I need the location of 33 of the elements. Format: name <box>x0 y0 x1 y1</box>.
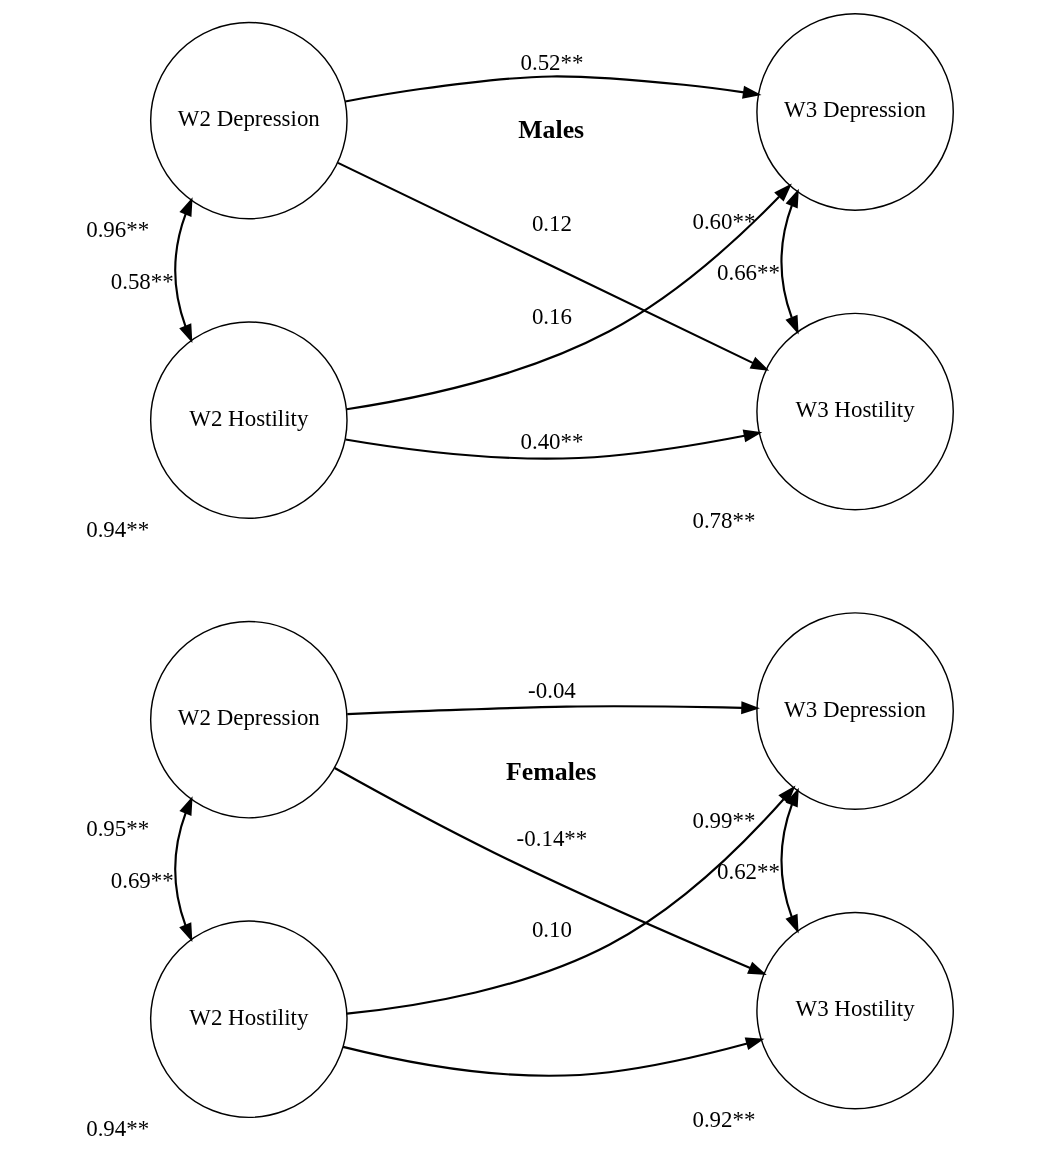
edge-label: -0.14** <box>516 825 587 851</box>
edge-label: 0.10 <box>531 917 572 943</box>
arrow <box>344 75 761 103</box>
arrow <box>173 197 193 343</box>
edge-label: 0.69** <box>110 867 174 893</box>
edge-label: 0.12 <box>531 210 572 236</box>
label: Males <box>517 115 584 145</box>
edge-label: -0.04 <box>527 677 576 703</box>
node-label: 0.99** <box>691 807 755 833</box>
node-label: 0.60** <box>691 208 755 234</box>
node-label: 0.95** <box>85 816 149 842</box>
node-label: 0.94** <box>85 516 149 542</box>
arrow <box>779 188 799 335</box>
edge-label: 0.58** <box>110 268 174 294</box>
edge-label: 0.52** <box>519 50 583 76</box>
edge-label: 0.62** <box>716 859 780 885</box>
edge-label: 0.40** <box>519 428 583 454</box>
edge-label: 0.66** <box>716 260 780 286</box>
arrow <box>337 161 769 371</box>
edge-label: 0.16 <box>531 303 572 329</box>
arrow <box>344 429 762 460</box>
arrow <box>346 701 760 716</box>
arrow <box>346 785 796 1015</box>
node-label: 0.78** <box>691 508 755 534</box>
arrow <box>779 787 799 934</box>
arrow <box>333 767 767 975</box>
arrow <box>173 796 193 943</box>
arrow <box>345 183 792 411</box>
label: Females <box>505 757 596 787</box>
node-label: 0.94** <box>85 1115 149 1141</box>
node-label: 0.96** <box>85 217 149 243</box>
arrow <box>342 1037 764 1077</box>
node-label: 0.92** <box>691 1107 755 1133</box>
